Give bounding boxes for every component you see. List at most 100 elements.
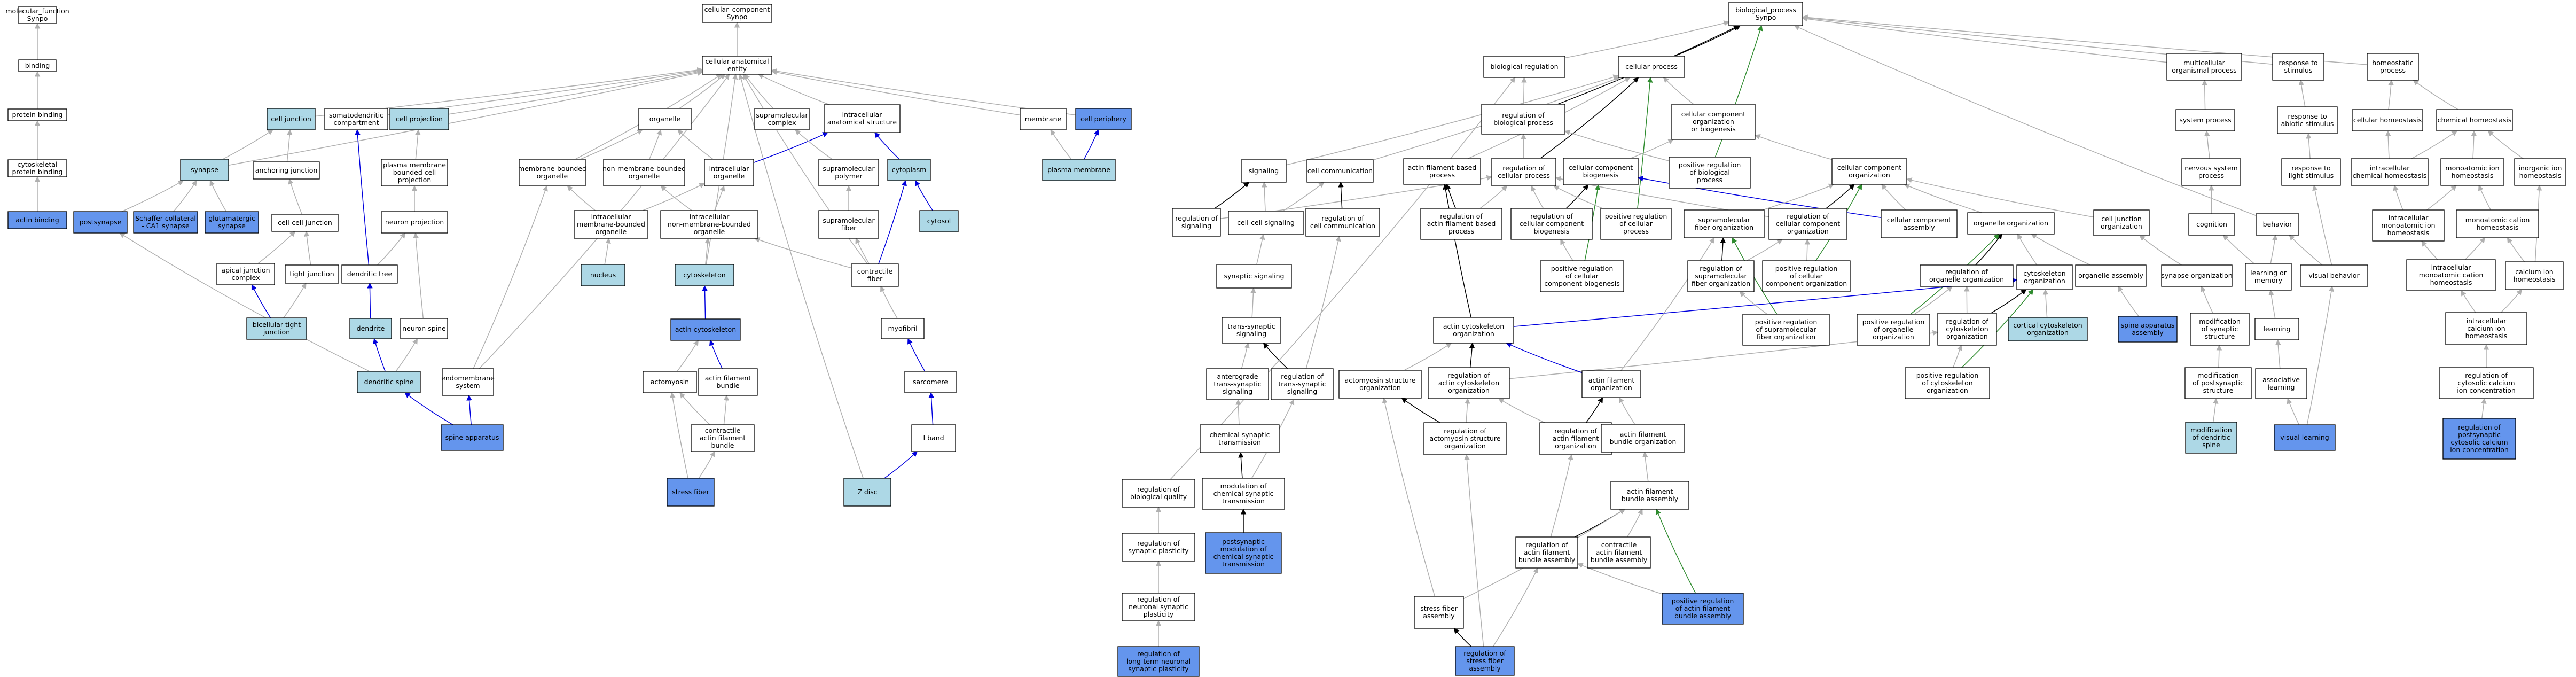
node-sysproc[interactable]: system process <box>2175 109 2235 131</box>
node-nucleus[interactable]: nucleus <box>581 264 625 286</box>
node-bioreg[interactable]: biological regulation <box>1483 56 1565 78</box>
node-learning[interactable]: learning <box>2254 318 2299 340</box>
node-dendspine[interactable]: dendritic spine <box>357 371 421 393</box>
node-sarcomere[interactable]: sarcomere <box>904 371 957 393</box>
node-cytoplasm[interactable]: cytoplasm <box>887 159 931 181</box>
node-behavior[interactable]: behavior <box>2256 213 2299 236</box>
node-dendtree[interactable]: dendritic tree <box>341 264 398 284</box>
node-protbind[interactable]: protein binding <box>7 108 67 121</box>
node-actincytosk[interactable]: actin cytoskeleton <box>670 318 741 341</box>
node-icnmbo[interactable]: intracellularnon-membrane-boundedorganel… <box>660 210 758 239</box>
node-signaling[interactable]: signaling <box>1241 159 1287 183</box>
node-zdisc[interactable]: Z disc <box>843 478 891 507</box>
node-cellhomeo[interactable]: cellular homeostasis <box>2352 109 2423 131</box>
node-postsyn[interactable]: postsynapse <box>73 211 128 234</box>
node-cognition[interactable]: cognition <box>2188 213 2235 236</box>
node-cellproj[interactable]: cell projection <box>389 108 449 130</box>
node-tight[interactable]: tight junction <box>285 264 339 284</box>
node-cytosol[interactable]: cytosol <box>919 210 959 232</box>
node-orgorg[interactable]: organelle organization <box>1967 212 2055 235</box>
node-chemhomeo[interactable]: chemical homeostasis <box>2436 109 2513 131</box>
node-neuronproj[interactable]: neuron projection <box>381 211 448 234</box>
node-membrane[interactable]: membrane <box>1020 108 1067 130</box>
node-synorg[interactable]: synapse organization <box>2161 264 2233 287</box>
node-cellcellsig[interactable]: cell-cell signaling <box>1228 211 1304 235</box>
node-stressfiber[interactable]: stress fiber <box>667 478 715 507</box>
node-iband[interactable]: I band <box>911 424 956 452</box>
node-schaffer[interactable]: Schaffer collateral- CA1 synapse <box>133 211 198 234</box>
node-orgassembly[interactable]: organelle assembly <box>2075 264 2147 287</box>
node-myofibril[interactable]: myofibril <box>881 318 925 339</box>
node-dendrite[interactable]: dendrite <box>349 318 392 339</box>
node-binding[interactable]: binding <box>18 59 57 72</box>
